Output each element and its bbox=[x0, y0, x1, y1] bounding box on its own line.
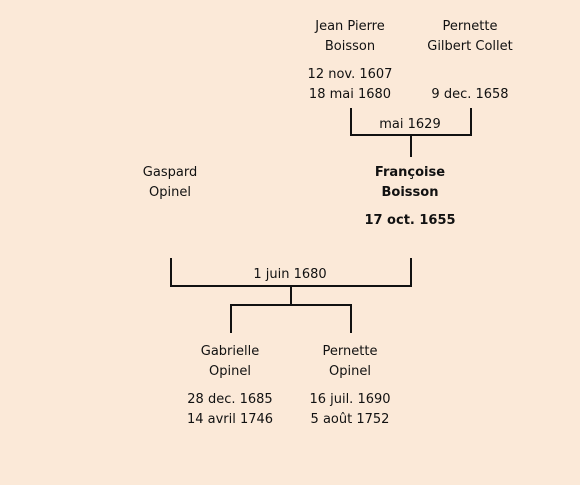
connector-line bbox=[470, 108, 472, 136]
connector-line bbox=[350, 108, 352, 136]
person-father: Gaspard Opinel bbox=[120, 163, 220, 203]
first-name: Gaspard bbox=[142, 165, 198, 180]
first-name: Jean Pierre bbox=[315, 19, 385, 34]
last-name: Gilbert Collet bbox=[427, 39, 513, 54]
birth-date: 12 nov. 1607 bbox=[307, 67, 393, 82]
connector-line bbox=[410, 258, 412, 287]
last-name: Opinel bbox=[149, 185, 191, 200]
marriage-date: 1 juin 1680 bbox=[253, 267, 327, 282]
death-date: 18 mai 1680 bbox=[308, 87, 392, 102]
last-name: Boisson bbox=[381, 185, 439, 200]
last-name: Opinel bbox=[209, 364, 251, 379]
child-dates: 16 juil. 1690 5 août 1752 bbox=[295, 390, 405, 430]
grandmother-dates: 9 dec. 1658 bbox=[410, 85, 530, 105]
child-dates: 28 dec. 1685 14 avril 1746 bbox=[175, 390, 285, 430]
connector-line bbox=[290, 285, 292, 305]
first-name: Françoise bbox=[374, 165, 446, 180]
first-name: Pernette bbox=[322, 344, 378, 359]
death-date: 14 avril 1746 bbox=[186, 412, 274, 427]
first-name: Pernette bbox=[442, 19, 498, 34]
death-date: 9 dec. 1658 bbox=[431, 87, 509, 102]
grandfather-dates: 12 nov. 1607 18 mai 1680 bbox=[300, 65, 400, 105]
person-child: Gabrielle Opinel bbox=[180, 342, 280, 382]
last-name: Boisson bbox=[324, 39, 376, 54]
mother-date: 17 oct. 1655 bbox=[364, 213, 456, 228]
connector-line bbox=[230, 304, 232, 333]
birth-date: 28 dec. 1685 bbox=[187, 392, 273, 407]
connector-line bbox=[350, 304, 352, 333]
birth-date: 16 juil. 1690 bbox=[309, 392, 391, 407]
person-child: Pernette Opinel bbox=[300, 342, 400, 382]
marriage-date: mai 1629 bbox=[379, 117, 441, 132]
death-date: 5 août 1752 bbox=[310, 412, 390, 427]
first-name: Gabrielle bbox=[200, 344, 260, 359]
connector-line bbox=[410, 134, 412, 157]
person-grandmother: Pernette Gilbert Collet bbox=[410, 17, 530, 57]
last-name: Opinel bbox=[329, 364, 371, 379]
connector-line bbox=[230, 304, 352, 306]
connector-line bbox=[170, 258, 172, 287]
person-grandfather: Jean Pierre Boisson bbox=[300, 17, 400, 57]
person-mother: Françoise Boisson bbox=[355, 163, 465, 203]
